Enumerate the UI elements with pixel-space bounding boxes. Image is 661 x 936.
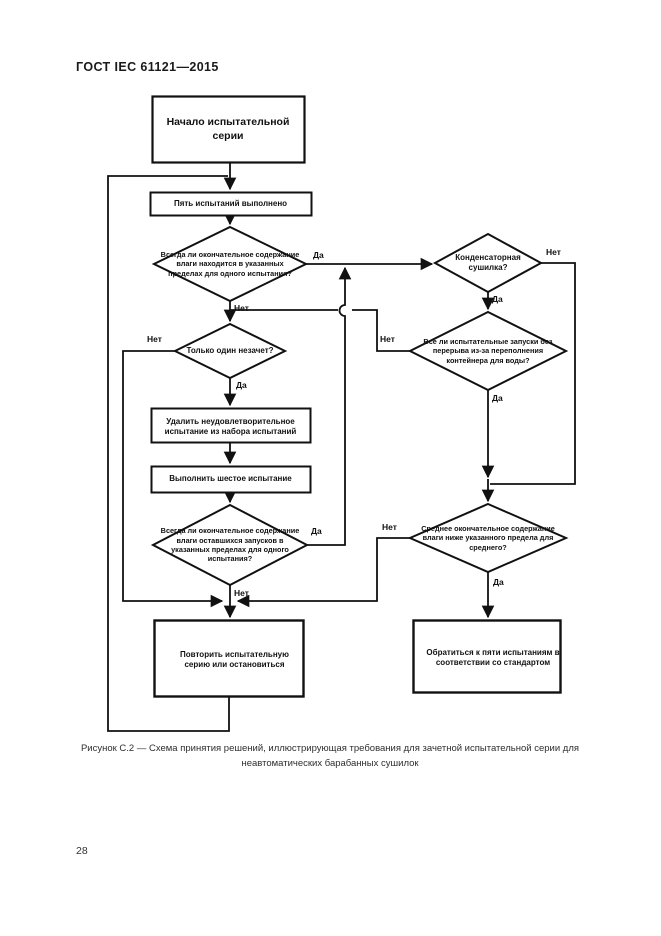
- edge-label-d4-no: Нет: [546, 247, 561, 257]
- page-number: 28: [76, 845, 88, 857]
- decision-final-moisture-label: Всегда ли окончательное содержание влаги…: [160, 249, 300, 278]
- edge-label-d5-yes: Да: [492, 393, 503, 403]
- decision-remaining-runs-shape: [150, 503, 310, 587]
- edge-label-d6-yes: Да: [493, 577, 504, 587]
- figure-caption: Рисунок С.2 — Схема принятия решений, ил…: [80, 743, 580, 770]
- edge-label-d3-yes: Да: [311, 526, 322, 536]
- start-box-label: Начало испытательной серии: [166, 115, 290, 142]
- decision-mean-moisture-shape: [407, 502, 569, 574]
- edge-label-d5-no: Нет: [380, 334, 395, 344]
- remove-test-box-shape: [150, 407, 312, 444]
- decision-mean-moisture-label: Среднее окончательное содержание влаги н…: [421, 523, 555, 552]
- five-tests-box-label: Пять испытаний выполнено: [173, 198, 288, 208]
- decision-condenser-label: Конденсаторная сушилка?: [455, 253, 521, 272]
- edge-repeat-feedback: [107, 175, 230, 732]
- decision-interruption-label: Все ли испытательные запуски без перерыв…: [423, 336, 553, 365]
- repeat-box-shape: [153, 619, 305, 698]
- flowchart-shapes: [149, 95, 569, 698]
- decision-remaining-runs-label: Всегда ли окончательное содержание влаги…: [160, 526, 300, 564]
- edge-label-d3-no: Нет: [234, 588, 249, 598]
- refer-box-shape: [412, 619, 562, 694]
- decision-condenser-shape: [432, 232, 544, 294]
- edge-label-d1-no: Нет: [234, 303, 249, 313]
- edge-d4-no: [490, 262, 576, 485]
- remove-test-box-label: Удалить неудовлетворительное испытание и…: [164, 417, 297, 436]
- flowchart-connectors: [107, 162, 576, 732]
- page-header: ГОСТ IEC 61121—2015: [76, 60, 219, 74]
- edge-d3-yes-bridge: [307, 266, 352, 546]
- repeat-box-label: Повторить испытательную серию или остано…: [180, 650, 289, 669]
- edge-d2-no: [122, 350, 224, 608]
- decision-one-fail-label: Только один незачет?: [186, 346, 274, 355]
- decision-one-fail-shape: [172, 322, 288, 380]
- edge-label-d1-yes: Да: [313, 250, 324, 260]
- edge-label-d6-no: Нет: [382, 522, 397, 532]
- edge-d5-no-a: [352, 309, 410, 352]
- edge-label-d2-no: Нет: [147, 334, 162, 344]
- edge-d6-no: [236, 537, 410, 608]
- edge-label-d2-yes: Да: [236, 380, 247, 390]
- sixth-test-box-shape: [150, 465, 312, 494]
- sixth-test-box-label: Выполнить шестое испытание: [169, 474, 292, 483]
- edge-label-d4-yes: Да: [492, 294, 503, 304]
- decision-final-moisture-shape: [151, 225, 309, 303]
- five-tests-box-shape: [149, 191, 313, 217]
- refer-box-label: Обратиться к пяти испытаниям в соответст…: [426, 648, 560, 667]
- start-box-shape: [151, 95, 306, 164]
- decision-interruption-shape: [407, 310, 569, 392]
